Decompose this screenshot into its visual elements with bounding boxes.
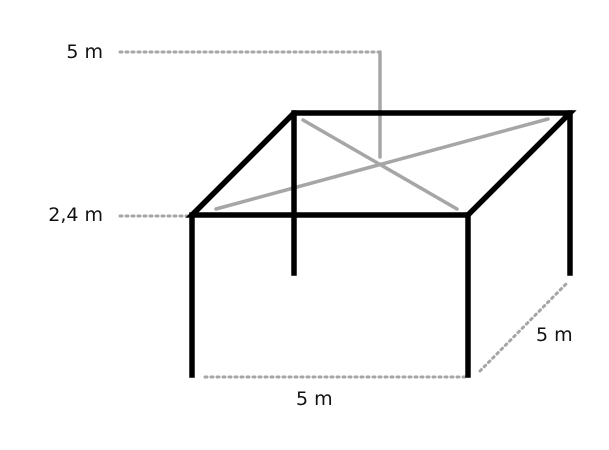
total-height-label: 5 m bbox=[66, 41, 103, 63]
frame-structure bbox=[185, 110, 577, 378]
roof-diagonal-2 bbox=[214, 117, 550, 211]
dimension-lines bbox=[118, 50, 570, 379]
roof-structure bbox=[214, 50, 550, 211]
depth-dimension-line bbox=[478, 280, 570, 373]
eave-height-label: 2,4 m bbox=[48, 204, 103, 226]
depth-label: 5 m bbox=[536, 324, 573, 346]
width-label: 5 m bbox=[296, 388, 333, 410]
